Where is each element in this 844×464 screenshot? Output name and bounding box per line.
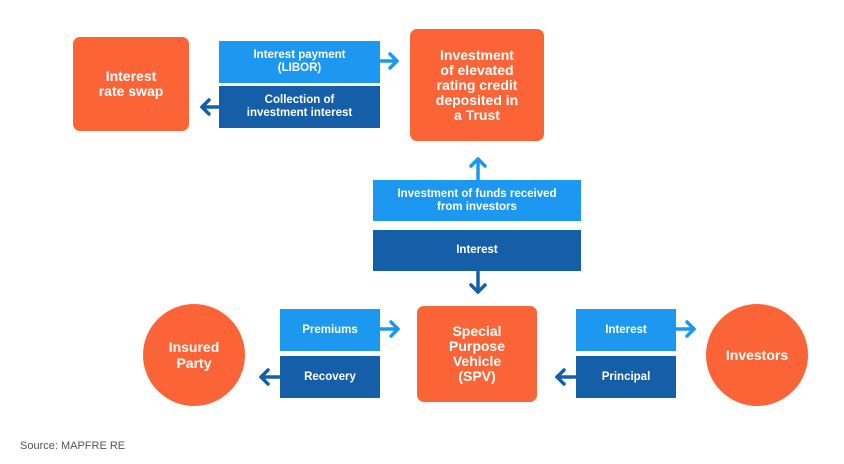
investors-circle: Investors [706, 304, 808, 406]
arrow-right-to-spv [378, 320, 400, 338]
trust-investment-box: Investment of elevated rating credit dep… [410, 29, 544, 141]
arrow-up-to-trust [469, 157, 487, 182]
premiums-flow: Premiums [280, 309, 380, 351]
arrow-right-to-investors [674, 320, 696, 338]
investment-funds-flow: Investment of funds received from invest… [373, 180, 581, 221]
insured-party-circle: Insured Party [143, 304, 245, 406]
interest-investors-flow: Interest [576, 309, 676, 351]
interest-center-flow: Interest [373, 230, 581, 271]
arrow-left-to-swap [200, 98, 220, 116]
principal-flow: Principal [576, 356, 676, 398]
interest-rate-swap-box: Interest rate swap [73, 37, 189, 131]
arrow-right-to-trust [378, 52, 399, 70]
recovery-flow: Recovery [280, 356, 380, 398]
arrow-left-to-spv [555, 368, 577, 386]
source-note: Source: MAPFRE RE [20, 440, 126, 452]
arrow-left-to-insured [259, 368, 281, 386]
spv-box: Special Purpose Vehicle (SPV) [417, 306, 537, 402]
interest-payment-flow: Interest payment (LIBOR) [219, 41, 380, 83]
collection-interest-flow: Collection of investment interest [219, 86, 380, 128]
arrow-down-to-spv [469, 270, 487, 294]
